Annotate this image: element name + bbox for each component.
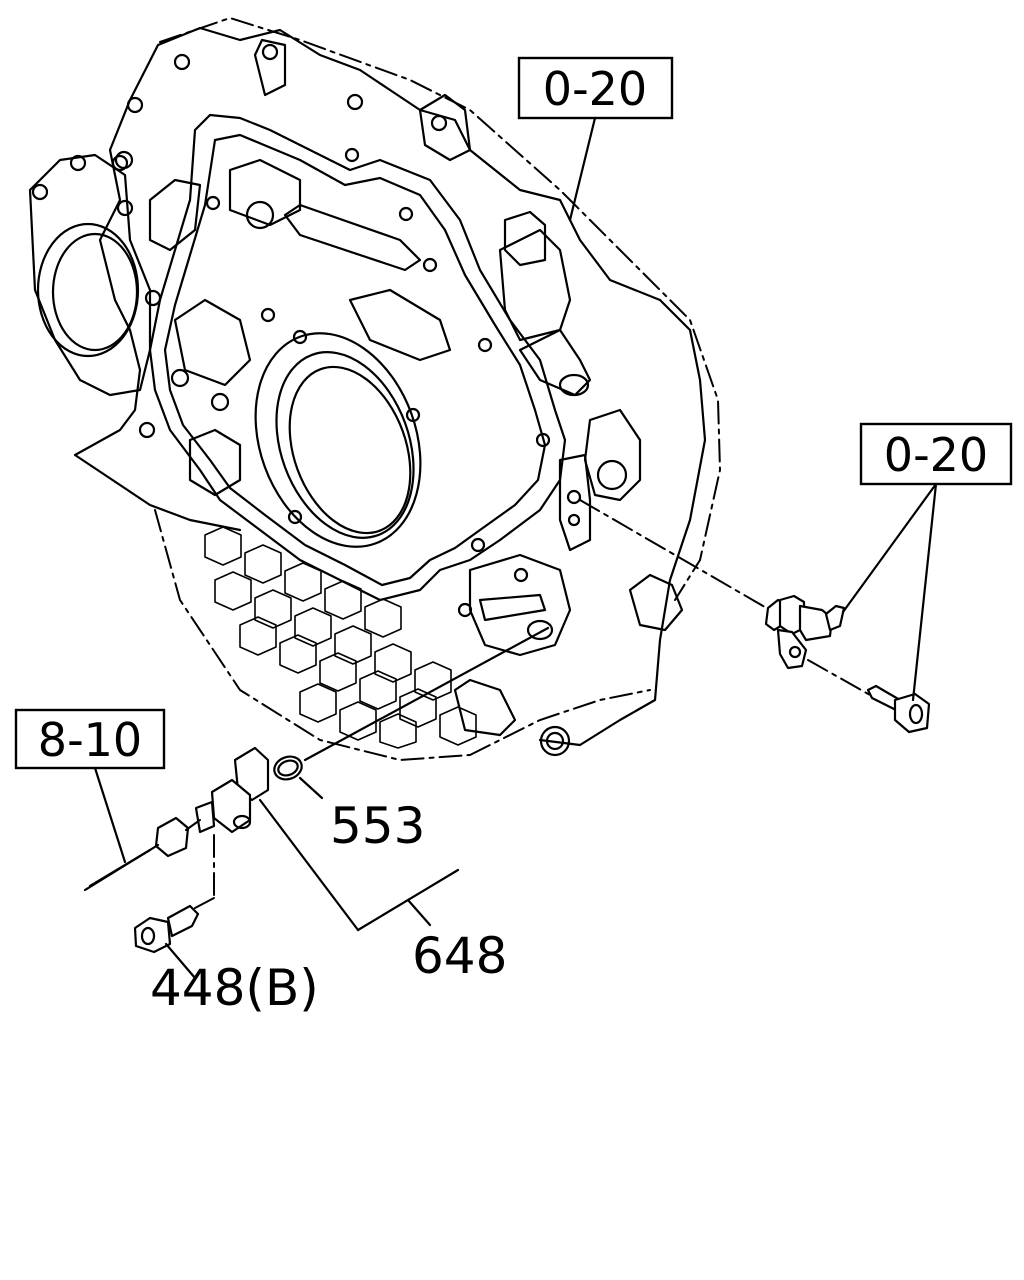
ref-label-top: 0-20	[543, 62, 647, 116]
ref-box-right: 0-20	[841, 422, 1013, 702]
part-label-553: 553	[330, 797, 425, 855]
honeycomb-ribs	[204, 526, 477, 749]
ref-label-right: 0-20	[884, 428, 988, 482]
oring-553	[273, 626, 550, 800]
ref-label-left: 8-10	[38, 713, 142, 767]
sensor-648	[83, 746, 460, 932]
flywheel-housing	[28, 16, 722, 762]
ref-box-top: 0-20	[517, 56, 674, 222]
right-fitting-assembly	[579, 499, 931, 734]
ref-box-left: 8-10	[14, 708, 166, 864]
bolt-448b	[133, 904, 200, 980]
part-label-648: 648	[412, 927, 507, 985]
part-label-448b: 448(B)	[150, 959, 319, 1017]
